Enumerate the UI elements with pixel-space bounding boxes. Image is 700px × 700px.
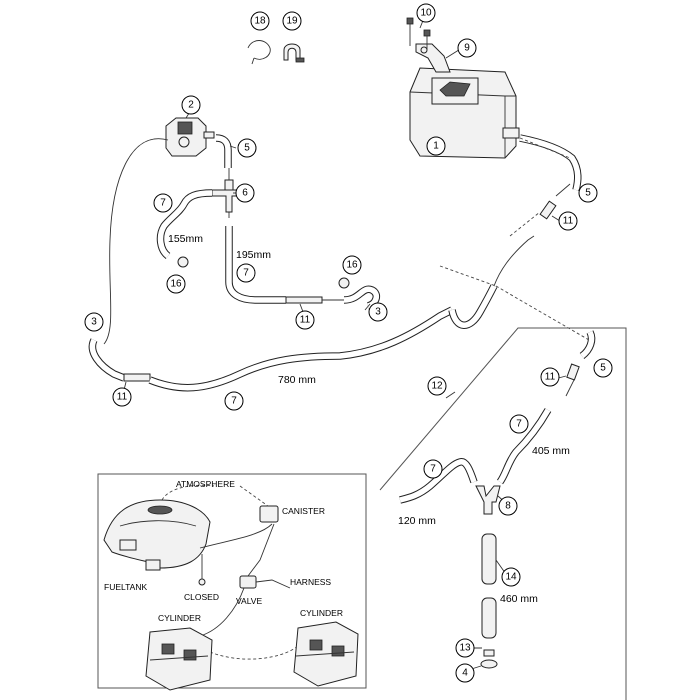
svg-text:3: 3 xyxy=(375,307,381,318)
svg-text:16: 16 xyxy=(170,279,182,290)
charcoal-canister xyxy=(409,67,520,159)
callout-10: 10 xyxy=(416,3,436,23)
svg-text:11: 11 xyxy=(117,392,128,403)
label-cylinder-right: CYLINDER xyxy=(300,608,343,618)
callout-19: 19 xyxy=(282,11,302,31)
dim-155mm: 155mm xyxy=(168,233,203,245)
svg-text:11: 11 xyxy=(300,315,311,326)
svg-text:5: 5 xyxy=(600,363,606,374)
callout-3-b: 3 xyxy=(84,312,104,332)
schematic-canister xyxy=(259,505,279,523)
cylinder-right-illustration xyxy=(293,621,359,687)
svg-text:7: 7 xyxy=(160,198,166,209)
svg-text:10: 10 xyxy=(420,8,432,19)
svg-text:2: 2 xyxy=(188,100,194,111)
svg-text:11: 11 xyxy=(563,216,574,227)
svg-text:8: 8 xyxy=(505,501,511,512)
svg-text:5: 5 xyxy=(585,188,591,199)
svg-text:7: 7 xyxy=(243,268,249,279)
dim-780mm: 780 mm xyxy=(278,374,316,386)
label-valve: VALVE xyxy=(236,596,262,606)
callout-5-b: 5 xyxy=(578,183,598,203)
callout-7-b: 7 xyxy=(236,263,256,283)
svg-text:14: 14 xyxy=(505,572,517,583)
callout-6: 6 xyxy=(235,183,255,203)
svg-text:4: 4 xyxy=(462,668,468,679)
svg-text:1: 1 xyxy=(433,141,439,152)
callout-1: 1 xyxy=(426,136,446,156)
svg-text:5: 5 xyxy=(244,143,250,154)
callout-14: 14 xyxy=(501,567,521,587)
callout-3-a: 3 xyxy=(368,302,388,322)
callout-18: 18 xyxy=(250,11,270,31)
label-harness: HARNESS xyxy=(290,577,331,587)
dim-460mm: 460 mm xyxy=(500,593,538,605)
cable-tie-18 xyxy=(247,40,271,65)
svg-text:13: 13 xyxy=(459,643,471,654)
fuel-tank-illustration xyxy=(103,499,211,571)
purge-valve xyxy=(165,117,215,157)
callout-12: 12 xyxy=(427,376,447,396)
callout-9: 9 xyxy=(457,38,477,58)
callout-11-b: 11 xyxy=(558,211,578,231)
callout-7-e: 7 xyxy=(423,459,443,479)
callout-11-a: 11 xyxy=(295,310,315,330)
schematic-valve xyxy=(239,575,257,589)
svg-text:11: 11 xyxy=(545,372,556,383)
svg-text:19: 19 xyxy=(286,16,298,27)
callout-16-a: 16 xyxy=(166,274,186,294)
callout-11-c: 11 xyxy=(112,387,132,407)
svg-text:18: 18 xyxy=(254,16,266,27)
callout-5-c: 5 xyxy=(593,358,613,378)
callout-7-d: 7 xyxy=(509,414,529,434)
svg-text:12: 12 xyxy=(431,381,443,392)
callout-11-d: 11 xyxy=(540,367,560,387)
callout-2: 2 xyxy=(181,95,201,115)
label-closed: CLOSED xyxy=(184,592,219,602)
label-canister: CANISTER xyxy=(282,506,325,516)
label-fueltank: FUELTANK xyxy=(104,582,147,592)
callout-5-a: 5 xyxy=(237,138,257,158)
callout-13: 13 xyxy=(455,638,475,658)
label-cylinder-left: CYLINDER xyxy=(158,613,201,623)
svg-text:7: 7 xyxy=(231,396,237,407)
clamp-19 xyxy=(283,43,305,63)
cylinder-left-illustration xyxy=(145,627,213,691)
svg-text:3: 3 xyxy=(91,317,97,328)
svg-text:7: 7 xyxy=(430,464,436,475)
svg-text:16: 16 xyxy=(346,260,358,271)
svg-text:9: 9 xyxy=(464,43,470,54)
callout-4: 4 xyxy=(455,663,475,683)
label-atmosphere: ATMOSPHERE xyxy=(176,479,235,489)
svg-text:6: 6 xyxy=(242,188,248,199)
dim-195mm: 195mm xyxy=(236,249,271,261)
bolt-10 xyxy=(406,17,431,50)
kit-box-12 xyxy=(379,327,627,700)
schematic-box xyxy=(97,473,367,689)
callout-16-b: 16 xyxy=(342,255,362,275)
dim-120mm: 120 mm xyxy=(398,515,436,527)
svg-text:7: 7 xyxy=(516,419,522,430)
callout-7-a: 7 xyxy=(153,193,173,213)
callout-8: 8 xyxy=(498,496,518,516)
callout-7-c: 7 xyxy=(224,391,244,411)
dim-405mm: 405 mm xyxy=(532,445,570,457)
